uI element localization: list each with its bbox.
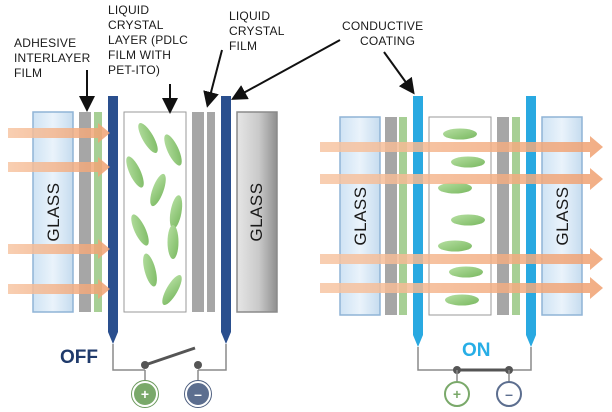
on-crystal [445, 294, 479, 306]
label-adhesive-interlayer: ADHESIVE INTERLAYER FILM [14, 36, 95, 112]
on-crystal [438, 240, 472, 252]
on-film-gray-1 [497, 117, 509, 315]
off-electrode-left [108, 96, 118, 344]
on-electrode-left [413, 96, 423, 347]
label-line: CRYSTAL [229, 24, 285, 38]
label-liquid-crystal-film: LIQUID CRYSTAL FILM [203, 9, 285, 108]
svg-text:FILM WITH: FILM WITH [108, 48, 171, 62]
off-switch-contact [194, 361, 202, 369]
callout-arrow [230, 39, 341, 100]
off-glass-right-label: GLASS [247, 182, 266, 241]
on-light-arrow [320, 277, 603, 299]
off-crystal [143, 253, 157, 287]
off-switch-contact [141, 361, 149, 369]
off-electrode-right [221, 96, 231, 344]
svg-text:–: – [194, 386, 202, 402]
label-line: LIQUID [229, 9, 270, 23]
on-light-arrow [320, 248, 603, 270]
off-light-arrow [8, 123, 110, 143]
svg-text:+: + [453, 386, 461, 402]
label-line: INTERLAYER [14, 51, 91, 65]
off-crystal [126, 156, 144, 188]
off-light-arrow [8, 279, 110, 299]
off-panel: GLASS GLASS [8, 96, 278, 408]
svg-text:CRYSTAL: CRYSTAL [229, 24, 285, 38]
svg-text:INTERLAYER: INTERLAYER [14, 51, 91, 65]
label-line: CRYSTAL [108, 18, 164, 32]
on-adhesive-green-left [399, 117, 407, 315]
on-light-arrow [320, 168, 603, 190]
label-line: CONDUCTIVE [342, 19, 423, 33]
label-liquid-crystal-layer: LIQUID CRYSTAL LAYER (PDLC FILM WITH PET… [108, 3, 188, 114]
on-crystals [438, 128, 485, 306]
off-crystal [169, 195, 183, 229]
on-crystal [449, 266, 483, 278]
on-plus-terminal: + [444, 381, 470, 407]
off-light-arrow [8, 239, 110, 259]
on-minus-terminal: – [496, 381, 522, 407]
off-light-arrow [8, 157, 110, 177]
label-conductive-coating: CONDUCTIVE COATING [230, 19, 423, 100]
svg-text:FILM: FILM [14, 66, 42, 80]
svg-text:LAYER (PDLC: LAYER (PDLC [108, 33, 188, 47]
label-line: ADHESIVE [14, 36, 76, 50]
label-line: FILM [229, 39, 257, 53]
svg-text:CONDUCTIVE: CONDUCTIVE [342, 19, 423, 33]
on-crystal [438, 182, 472, 194]
off-minus-terminal: – [184, 380, 212, 408]
off-film-gray-1 [192, 112, 204, 312]
callout-arrow [203, 49, 223, 108]
on-glass-right-label: GLASS [553, 186, 572, 245]
off-crystal [150, 173, 166, 207]
off-glass-left [32, 111, 74, 313]
off-light-arrows [8, 123, 110, 299]
off-crystals [126, 123, 183, 305]
label-line: LAYER (PDLC [108, 33, 188, 47]
on-electrode-right [526, 96, 536, 347]
svg-text:COATING: COATING [360, 34, 415, 48]
on-adhesive-gray-left [385, 117, 397, 315]
svg-text:FILM: FILM [229, 39, 257, 53]
callout-arrow [383, 51, 415, 95]
off-glass-right [236, 111, 278, 313]
on-glass-left-label: GLASS [351, 186, 370, 245]
off-circuit [112, 344, 227, 371]
off-crystal [138, 123, 158, 153]
svg-text:ADHESIVE: ADHESIVE [14, 36, 76, 50]
svg-text:CRYSTAL: CRYSTAL [108, 18, 164, 32]
off-adhesive-gray-left [79, 112, 91, 312]
off-film-gray-2 [207, 112, 215, 312]
svg-text:LIQUID: LIQUID [108, 3, 149, 17]
on-light-arrow [320, 136, 603, 158]
svg-text:+: + [141, 386, 149, 402]
off-crystal [164, 134, 182, 166]
on-crystal [443, 128, 477, 140]
on-panel: GLASS GLASS [320, 96, 603, 407]
on-film-green [512, 117, 520, 315]
off-glass-left-label: GLASS [44, 182, 63, 241]
label-line: LIQUID [108, 3, 149, 17]
label-line: FILM WITH [108, 48, 171, 62]
on-crystal [451, 214, 485, 226]
off-adhesive-green-left [94, 112, 102, 312]
label-line: COATING [360, 34, 415, 48]
off-plus-terminal: + [131, 380, 159, 408]
off-state-label: OFF [60, 347, 98, 368]
on-light-arrows [320, 136, 603, 299]
off-crystal [162, 275, 182, 305]
label-line: FILM [14, 66, 42, 80]
svg-text:PET-ITO): PET-ITO) [108, 63, 160, 77]
on-state-label: ON [462, 340, 491, 361]
on-circuit [417, 347, 532, 372]
label-line: PET-ITO) [108, 63, 160, 77]
svg-text:–: – [505, 386, 513, 402]
on-crystal [451, 156, 485, 168]
svg-text:LIQUID: LIQUID [229, 9, 270, 23]
off-crystal [167, 225, 179, 259]
off-crystal [131, 214, 149, 246]
